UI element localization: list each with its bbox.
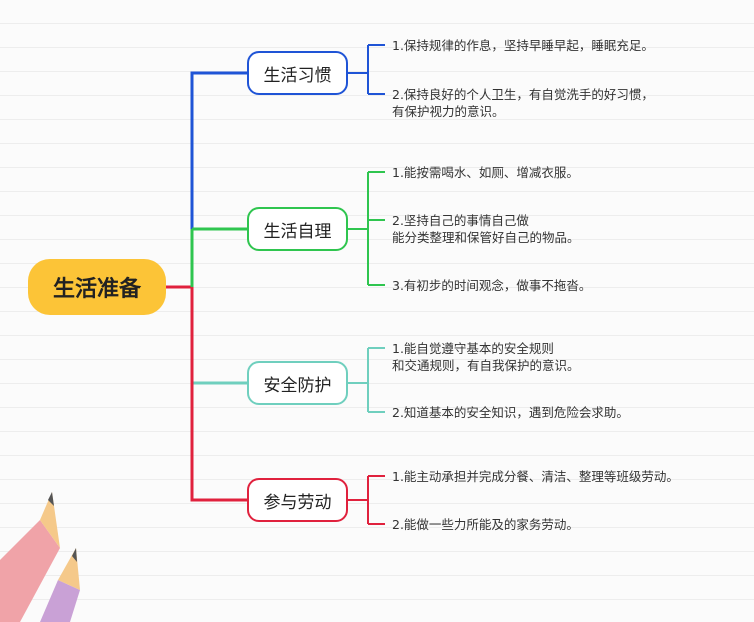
leaf-4-2: 2.能做一些力所能及的家务劳动。 — [392, 517, 579, 532]
leaf-2-2: 2.坚持自己的事情自己做能分类整理和保管好自己的物品。 — [392, 213, 580, 245]
pencil-decoration — [0, 492, 80, 622]
leaf-bracket-2 — [348, 171, 385, 286]
leaf-bracket-1 — [348, 44, 385, 95]
leaf-bracket-3 — [348, 347, 385, 413]
leaf-bracket-4 — [348, 475, 385, 525]
leaf-2-1: 1.能按需喝水、如厕、增减衣服。 — [392, 165, 579, 180]
leaf-3-2: 2.知道基本的安全知识，遇到危险会求助。 — [392, 405, 629, 420]
leaf-2-3: 3.有初步的时间观念，做事不拖沓。 — [392, 278, 592, 293]
leaf-1-1: 1.保持规律的作息，坚持早睡早起，睡眠充足。 — [392, 38, 654, 53]
leaf-4-1: 1.能主动承担并完成分餐、清洁、整理等班级劳动。 — [392, 469, 679, 484]
leaf-3-1: 1.能自觉遵守基本的安全规则和交通规则，有自我保护的意识。 — [392, 341, 580, 373]
connector-branch-3 — [190, 287, 247, 385]
branch-node-3: 安全防护 — [247, 361, 348, 405]
connector-branch-1 — [166, 71, 247, 289]
branch-node-4: 参与劳动 — [247, 478, 348, 522]
branch-node-1: 生活习惯 — [247, 51, 348, 95]
branch-node-2: 生活自理 — [247, 207, 348, 251]
connector-branch-4 — [166, 285, 247, 502]
root-node: 生活准备 — [28, 259, 166, 315]
leaf-1-2: 2.保持良好的个人卫生，有自觉洗手的好习惯，有保护视力的意识。 — [392, 87, 654, 119]
